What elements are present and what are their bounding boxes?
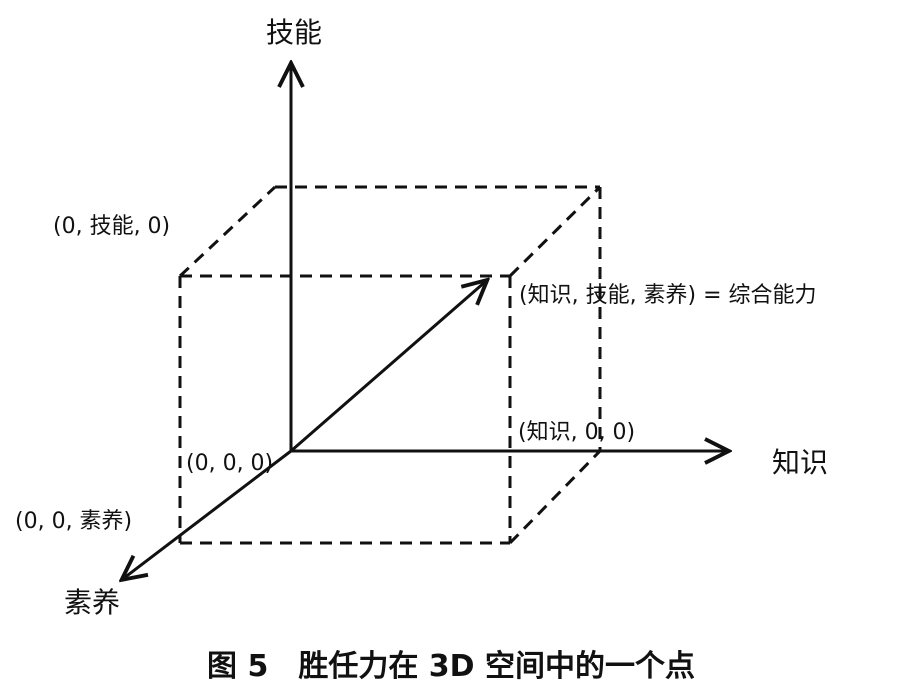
axes xyxy=(124,66,726,578)
dashed-cube xyxy=(178,185,602,545)
point-label-origin: (0, 0, 0) xyxy=(186,451,273,476)
point-label-knowledge: (知识, 0, 0) xyxy=(518,420,635,445)
combined-vector xyxy=(290,282,485,453)
x-axis-label: 知识 xyxy=(772,446,828,479)
cube-right-diagonal-edge xyxy=(508,185,602,278)
point-label-literacy: (0, 0, 素养) xyxy=(15,509,132,534)
point-label-skill: (0, 技能, 0) xyxy=(53,214,170,239)
figure-caption: 图 5 胜任力在 3D 空间中的一个点 xyxy=(207,649,695,684)
z-axis-literacy xyxy=(124,449,292,578)
y-axis-label: 技能 xyxy=(266,16,322,49)
cube-bottom-diagonal-edge xyxy=(508,449,602,545)
point-label-combined: (知识, 技能, 素养) = 综合能力 xyxy=(519,283,817,308)
cube-left-diagonal-edge xyxy=(178,185,277,278)
z-axis-label: 素养 xyxy=(64,586,120,619)
